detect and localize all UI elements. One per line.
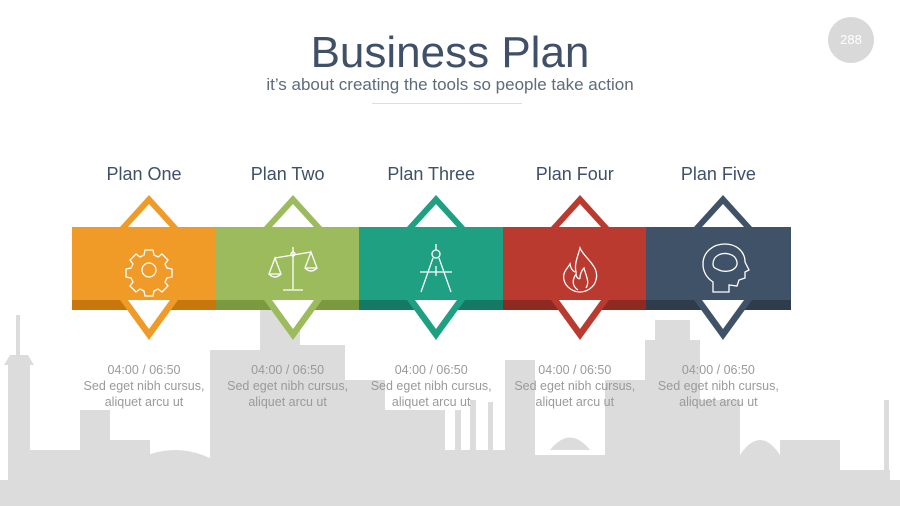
plan-column: Plan Two 04:00 / 06:50 Sed eget nibh cur… [215, 0, 361, 506]
plan-block [359, 195, 505, 340]
plan-description: 04:00 / 06:50 Sed eget nibh cursus, aliq… [638, 362, 798, 410]
plan-text-line: aliquet arcu ut [104, 395, 184, 409]
plan-title: Plan Two [250, 164, 325, 184]
head-brain-icon [702, 243, 751, 293]
compass-icon [420, 244, 453, 293]
plan-title: Plan Four [535, 164, 614, 184]
plan-description: 04:00 / 06:50 Sed eget nibh cursus, aliq… [64, 362, 224, 410]
plan-column: Plan Five 04:00 / 06:50 Sed eget nibh cu… [646, 0, 792, 506]
plan-text-line: Sed eget nibh cursus, [657, 379, 779, 393]
plan-column: Plan One 04:00 / 06:50 Sed eget nibh cur… [72, 0, 217, 506]
plan-block [72, 195, 217, 340]
plan-time: 04:00 / 06:50 [394, 363, 468, 377]
plan-time: 04:00 / 06:50 [538, 363, 612, 377]
page-subtitle: it’s about creating the tools so people … [266, 75, 634, 94]
gear-icon [125, 249, 173, 297]
plan-column: Plan Three 04:00 / 06:50 Sed eget nibh c… [359, 0, 505, 506]
plan-title: Plan One [106, 164, 182, 184]
plan-time: 04:00 / 06:50 [251, 363, 325, 377]
fire-icon [562, 245, 598, 293]
plan-text-line: Sed eget nibh cursus, [514, 379, 636, 393]
plan-text-line: aliquet arcu ut [248, 395, 327, 409]
divider [372, 103, 522, 104]
plan-column: Plan Four 04:00 / 06:50 Sed eget nibh cu… [502, 0, 648, 506]
plan-text-line: aliquet arcu ut [679, 395, 758, 409]
plan-text-line: aliquet arcu ut [535, 395, 615, 409]
plan-description: 04:00 / 06:50 Sed eget nibh cursus, aliq… [208, 362, 368, 410]
page-title: Business Plan [310, 28, 590, 77]
plan-description: 04:00 / 06:50 Sed eget nibh cursus, aliq… [495, 362, 655, 410]
plan-text-line: Sed eget nibh cursus, [227, 379, 349, 393]
plan-description: 04:00 / 06:50 Sed eget nibh cursus, aliq… [351, 362, 511, 410]
plan-title: Plan Three [387, 164, 476, 184]
plan-time: 04:00 / 06:50 [107, 363, 181, 377]
plan-text-line: Sed eget nibh cursus, [83, 379, 205, 393]
page-number-badge: 288 [828, 17, 874, 63]
plan-text-line: Sed eget nibh cursus, [370, 379, 492, 393]
scales-icon [267, 247, 318, 291]
plan-text-line: aliquet arcu ut [391, 395, 471, 409]
plan-block [502, 195, 648, 340]
plan-title: Plan Five [680, 164, 756, 184]
plan-block [646, 195, 792, 340]
plan-block [215, 195, 361, 340]
plan-time: 04:00 / 06:50 [681, 363, 755, 377]
